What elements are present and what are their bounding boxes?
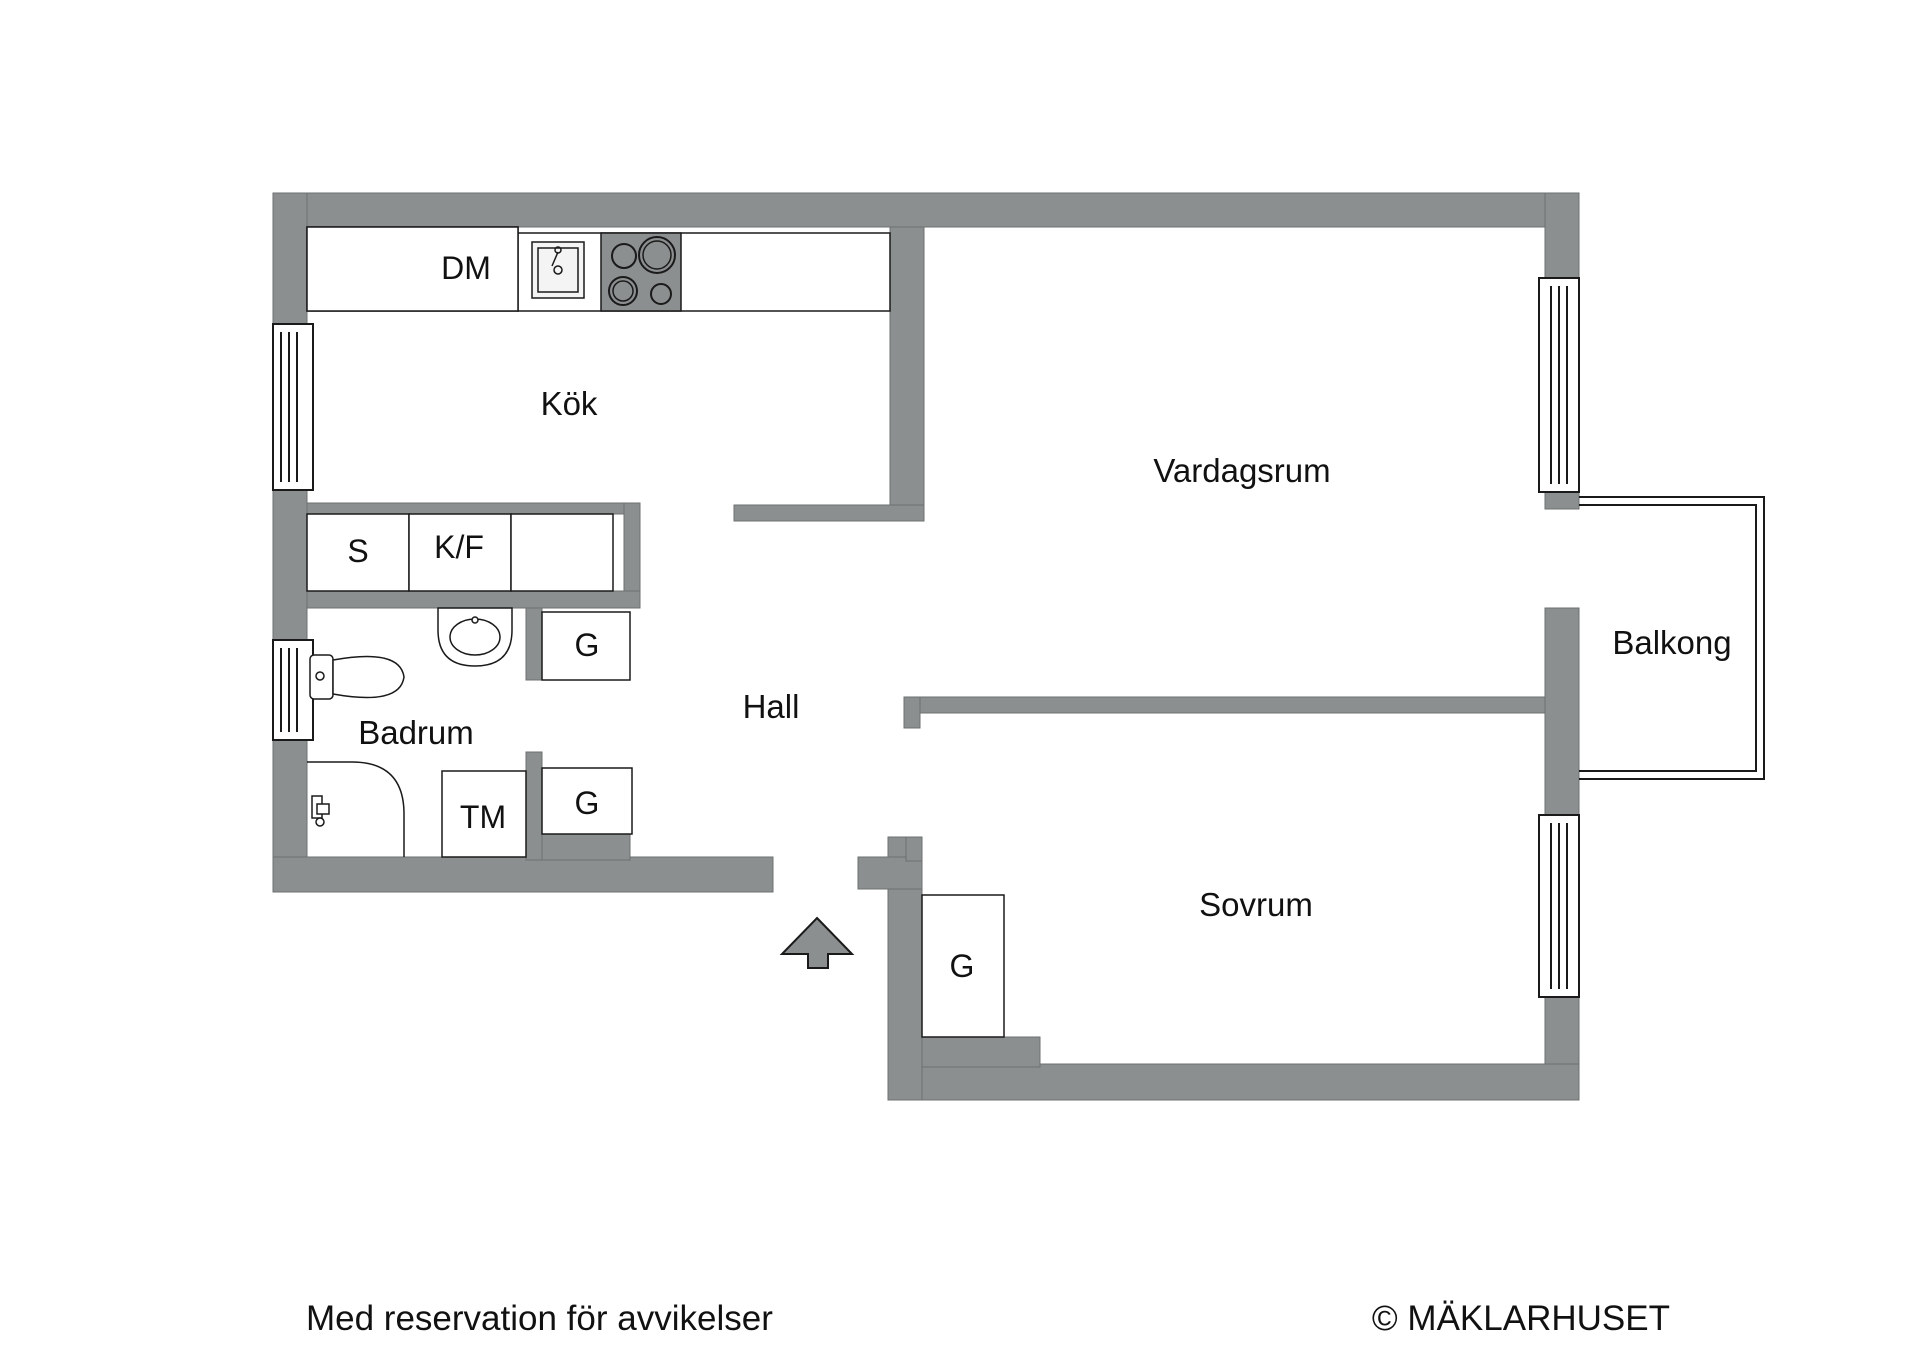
wall-top	[272, 192, 1580, 228]
wall-left	[272, 192, 308, 893]
window-kitchen	[272, 323, 314, 491]
fixture-label-wardrobe-3: G	[950, 948, 975, 984]
fixture-label-dishwasher: DM	[441, 250, 491, 286]
entrance-arrow-icon	[779, 916, 855, 969]
shower-icon	[307, 761, 405, 857]
wall-entrance-post	[905, 836, 923, 862]
wall-wardrobe-base	[921, 1036, 1041, 1068]
balcony	[1579, 496, 1765, 780]
room-label-kitchen: Kök	[541, 385, 598, 422]
fixture-label-wardrobe-1: G	[575, 627, 600, 663]
window-bedroom	[1538, 814, 1580, 998]
wall-bath-upper	[525, 607, 543, 681]
windows	[272, 277, 1580, 998]
wardrobe-hall-1	[541, 611, 631, 681]
wall-entrance-stub	[857, 856, 923, 890]
room-label-bathroom: Badrum	[358, 714, 474, 751]
fixture-label-fridge-freezer: K/F	[434, 529, 484, 565]
wall-storage-top	[306, 502, 641, 515]
wardrobe-bedroom	[921, 894, 1005, 1038]
sink-icon	[531, 241, 585, 299]
wall-bath-g2-base	[541, 833, 631, 861]
room-label-balcony: Balkong	[1612, 624, 1731, 661]
stove-icon	[600, 232, 682, 312]
room-label-bedroom: Sovrum	[1199, 886, 1313, 923]
wall-bedroom-bottom	[887, 1063, 1580, 1101]
wall-right-middle	[1544, 607, 1580, 839]
kitchen-counter	[306, 226, 891, 312]
storage-cabinet-3	[510, 513, 614, 592]
fixture-label-storage: S	[347, 533, 368, 569]
fixture-label-washer: TM	[460, 799, 506, 835]
wall-storage-bottom	[306, 590, 641, 609]
wall-storage-right	[623, 502, 641, 596]
window-bathroom	[272, 639, 314, 741]
wall-bottom-left	[272, 856, 774, 893]
fridge-freezer-cabinet	[408, 513, 512, 592]
footer-disclaimer: Med reservation för avvikelser	[306, 1299, 773, 1338]
room-label-hall: Hall	[743, 688, 800, 725]
washbasin-icon	[437, 607, 513, 667]
wall-kitchen-living	[889, 226, 925, 522]
window-living	[1538, 277, 1580, 493]
wall-living-bedroom	[903, 696, 1546, 714]
room-label-living: Vardagsrum	[1153, 452, 1330, 489]
wall-divider-end	[903, 696, 921, 729]
wall-kitchen-stub	[733, 504, 925, 522]
wardrobe-hall-2	[541, 767, 633, 835]
kitchen-storage	[306, 513, 614, 592]
washer-cabinet	[441, 770, 527, 858]
dishwasher-cabinet	[306, 226, 519, 312]
wall-bath-lower	[525, 751, 543, 861]
toilet-icon	[309, 654, 405, 700]
fixture-label-wardrobe-2: G	[575, 785, 600, 821]
footer-copyright: © MÄKLARHUSET	[1372, 1299, 1670, 1338]
